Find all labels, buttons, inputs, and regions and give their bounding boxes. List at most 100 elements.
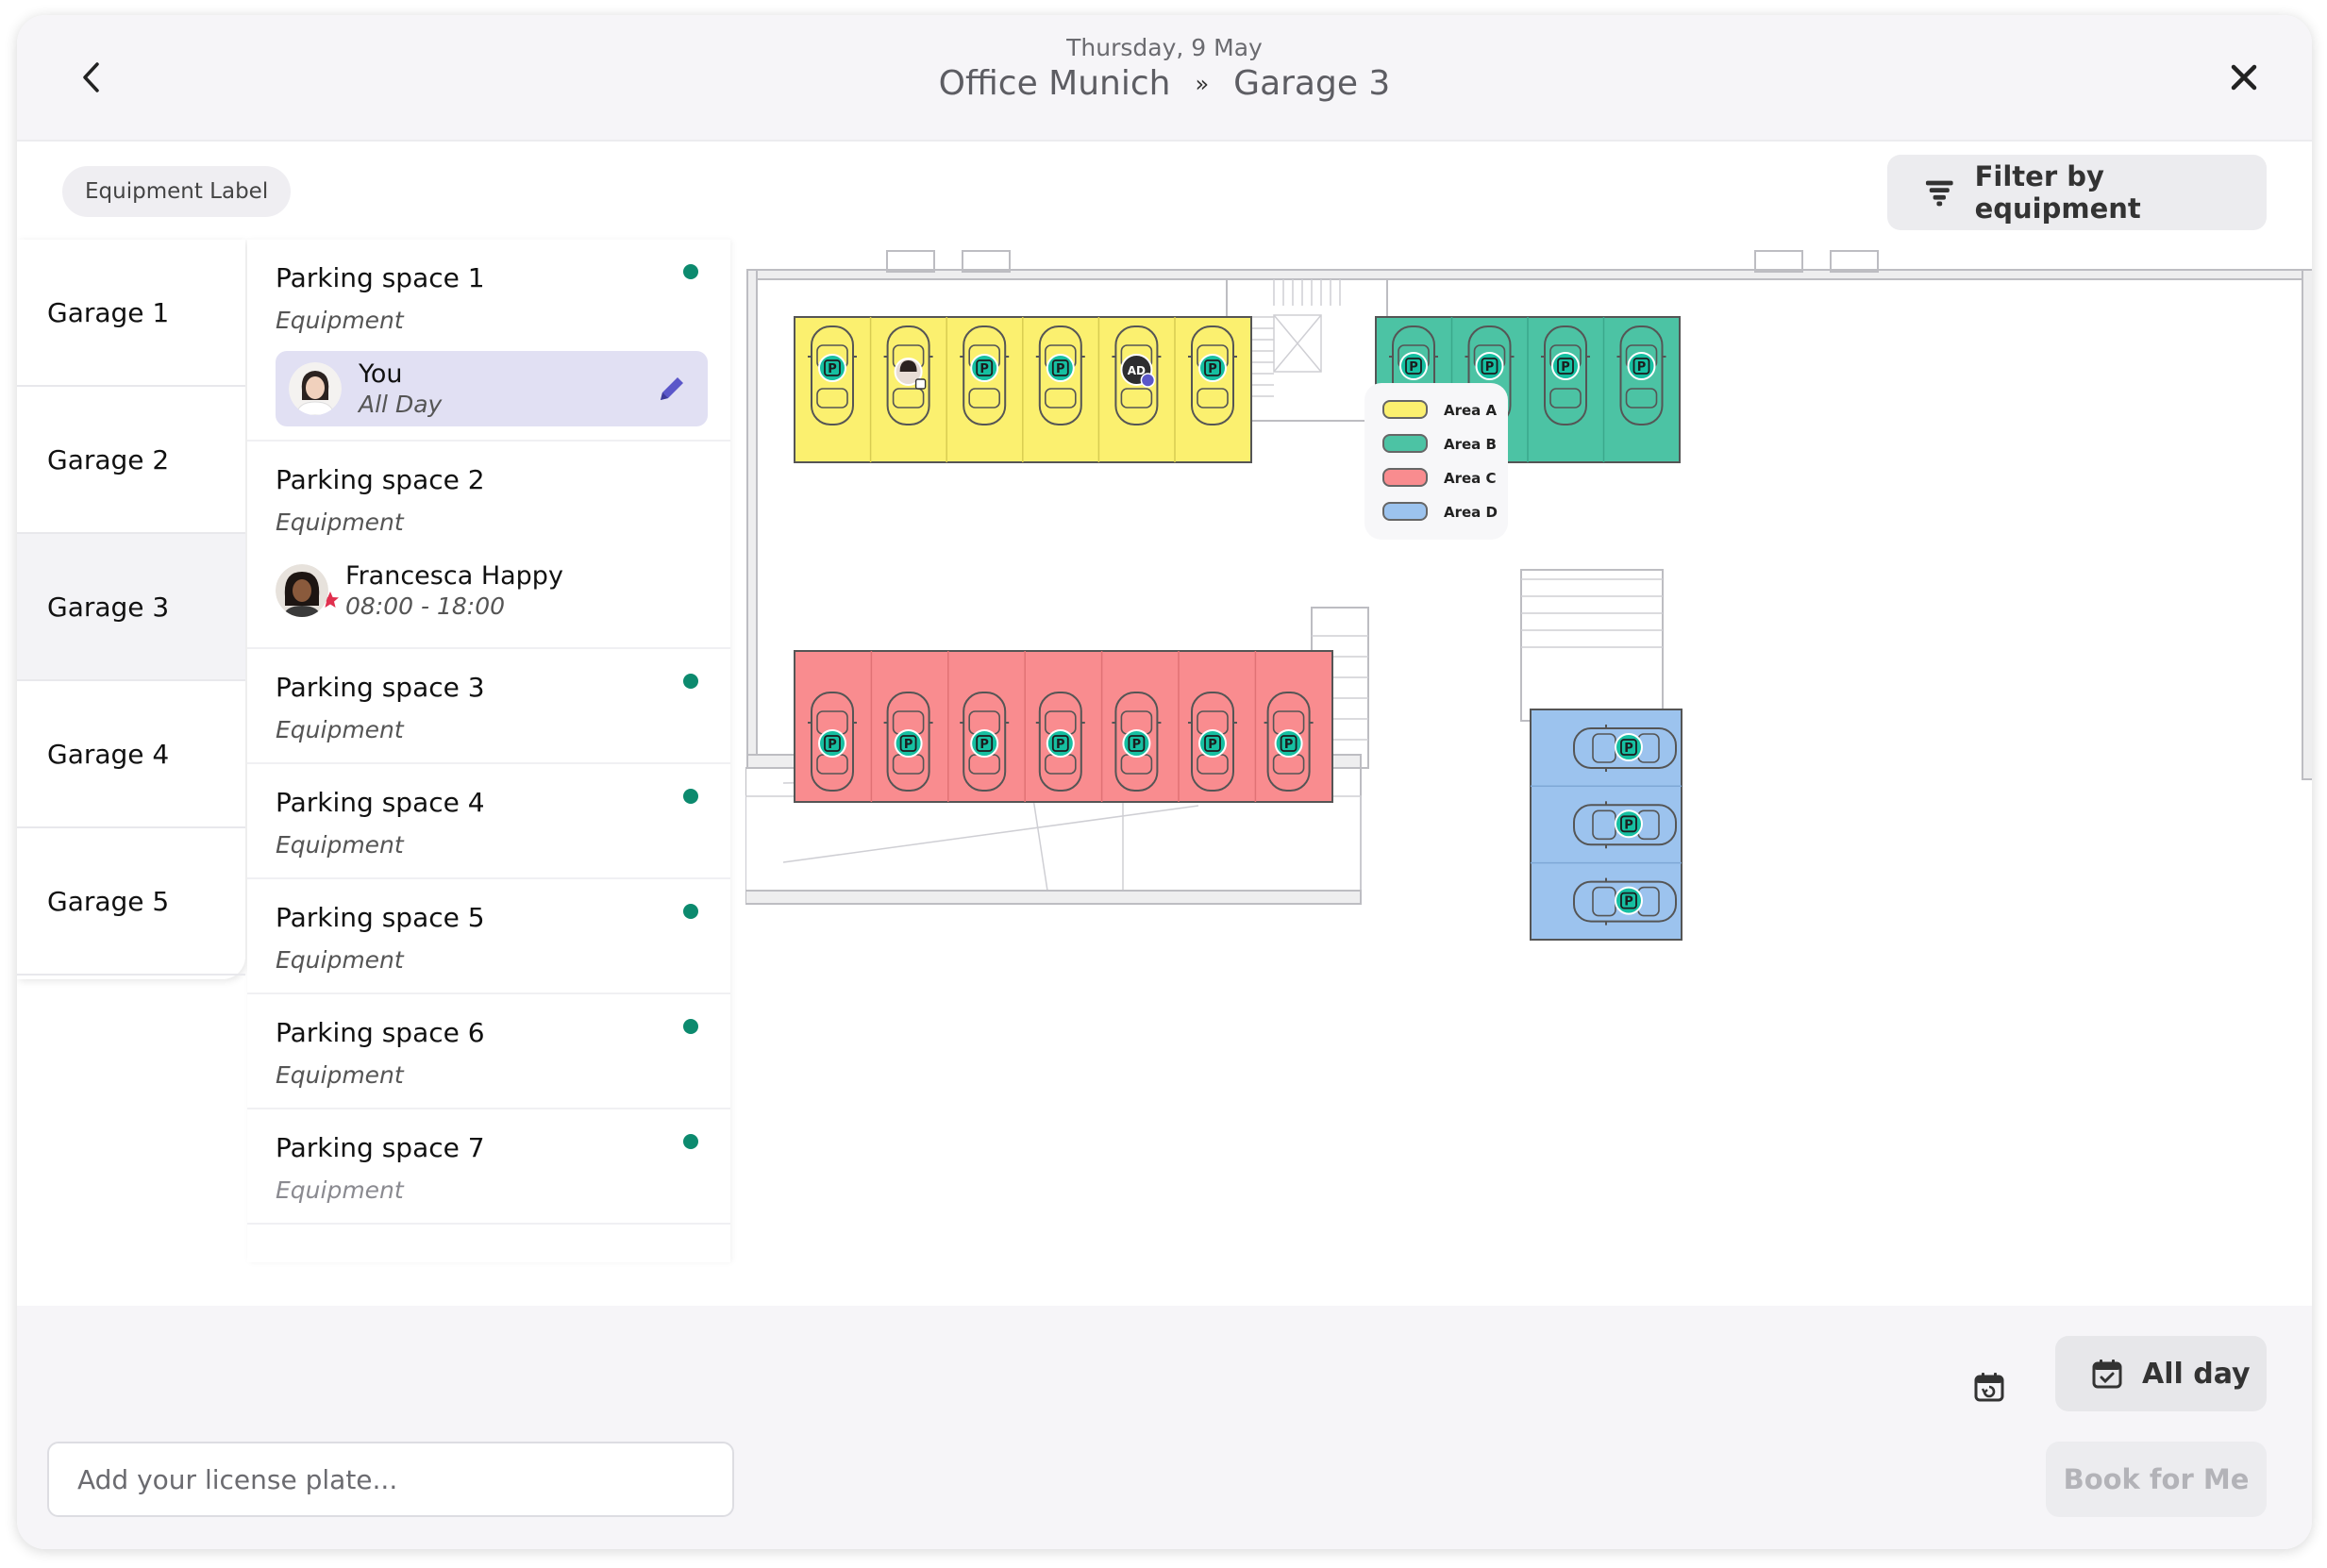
building-wall-right (2302, 269, 2312, 780)
parking-glyph: P (1561, 360, 1570, 375)
available-status-dot (683, 789, 698, 804)
available-status-dot (683, 1134, 698, 1149)
parking-sign-icon (976, 735, 994, 752)
parking-glyph: P (1637, 360, 1647, 375)
parking-space-equipment: Equipment (276, 831, 404, 859)
parking-space-equipment: Equipment (276, 307, 404, 334)
parking-sign-icon (1405, 358, 1422, 375)
breadcrumb-office[interactable]: Office Munich (938, 64, 1171, 103)
booking-time: All Day (359, 391, 443, 418)
car-icon (1188, 692, 1237, 792)
garage-tab-2[interactable]: Garage 2 (17, 387, 245, 534)
available-status-dot (683, 674, 698, 689)
car-icon (1035, 325, 1085, 425)
filter-by-equipment-button[interactable]: Filter by equipment (1887, 155, 2267, 230)
parking-glyph: P (1208, 738, 1217, 752)
parking-sign-icon (1051, 735, 1069, 752)
parking-sign-icon (824, 359, 841, 376)
parking-space-item-4[interactable]: Parking space 4 Equipment (247, 764, 730, 879)
calendar-check-icon (2092, 1359, 2122, 1389)
license-plate-input[interactable] (47, 1442, 734, 1517)
car-icon (1616, 325, 1666, 425)
calendar-reset-icon (1974, 1373, 2004, 1402)
parking-space-equipment: Equipment (276, 716, 404, 743)
parking-space-equipment: Equipment (276, 1061, 404, 1089)
parking-glyph: P (828, 738, 837, 752)
stairs-right (1520, 569, 1664, 722)
garage-tab-1[interactable]: Garage 1 (17, 240, 245, 387)
back-button[interactable] (70, 57, 111, 98)
parking-sign-icon (1204, 359, 1221, 376)
building-wall-bottom (745, 890, 1362, 905)
area-c-zone[interactable] (794, 650, 1333, 803)
parking-sign-icon (1051, 359, 1069, 376)
close-button[interactable] (2223, 57, 2265, 98)
parking-space-title: Parking space 4 (276, 787, 485, 818)
book-for-me-button[interactable]: Book for Me (2046, 1442, 2267, 1517)
parking-space-equipment: Equipment (276, 509, 404, 536)
favorite-star-icon (322, 592, 339, 608)
dialog-header: Thursday, 9 May Office Munich » Garage 3 (17, 15, 2312, 142)
parking-glyph: P (1624, 895, 1633, 909)
legend-swatch-1 (1382, 400, 1428, 419)
close-icon (2231, 64, 2257, 91)
filter-icon (1925, 180, 1953, 207)
parking-sign-icon (1557, 358, 1574, 375)
garage-tab-4[interactable]: Garage 4 (17, 681, 245, 828)
parking-sign-icon (1204, 735, 1221, 752)
parking-space-item-6[interactable]: Parking space 6 Equipment (247, 994, 730, 1109)
edit-booking-button[interactable] (655, 372, 689, 406)
booking-person-name: You (359, 359, 403, 389)
legend-label-2: Area B (1444, 436, 1497, 453)
parking-sign-icon (1620, 739, 1637, 756)
legend-swatch-4 (1382, 502, 1428, 521)
legend-label-3: Area C (1444, 470, 1497, 487)
parking-sign-icon (824, 735, 841, 752)
parking-glyph: P (828, 362, 837, 376)
parking-sign-icon (1620, 892, 1637, 909)
parking-sign-icon (1481, 358, 1498, 375)
ramp-lines (745, 795, 1362, 892)
parking-sign-icon (1128, 735, 1146, 752)
car-icon (1188, 325, 1237, 425)
garage-tab-5[interactable]: Garage 5 (17, 828, 245, 976)
garage-tab-label: Garage 4 (47, 738, 170, 770)
all-day-button[interactable]: All day (2055, 1336, 2267, 1411)
edit-badge-icon (1140, 373, 1156, 388)
avatar (289, 362, 342, 415)
parking-glyph: P (1208, 362, 1217, 376)
area-d-zone[interactable] (1530, 709, 1682, 941)
garage-tab-label: Garage 2 (47, 443, 170, 475)
parking-space-title: Parking space 7 (276, 1132, 485, 1163)
garage-tab-label: Garage 3 (47, 591, 170, 623)
parking-space-title: Parking space 6 (276, 1017, 485, 1048)
booking-person-name: Francesca Happy (345, 561, 563, 591)
calendar-button[interactable] (1968, 1366, 2010, 1408)
parking-sign-icon (1280, 735, 1297, 752)
building-wall-left (746, 269, 758, 769)
parking-glyph: P (1409, 360, 1418, 375)
garage-tab-3[interactable]: Garage 3 (17, 534, 245, 681)
garage-tabs: Garage 1 Garage 2 Garage 3 Garage 4 Garage 5 (17, 240, 245, 979)
equipment-label-chip[interactable]: Equipment Label (62, 166, 292, 217)
parking-sign-icon (899, 735, 917, 752)
wall-column (1754, 250, 1803, 273)
filter-button-label: Filter by equipment (1974, 160, 2141, 225)
parking-space-equipment: Equipment (276, 946, 404, 974)
breadcrumb-garage: Garage 3 (1233, 64, 1391, 103)
available-status-dot (683, 904, 698, 919)
parking-sign-icon (1632, 358, 1650, 375)
parking-space-title: Parking space 1 (276, 262, 485, 293)
breadcrumb-separator: » (1195, 70, 1210, 97)
